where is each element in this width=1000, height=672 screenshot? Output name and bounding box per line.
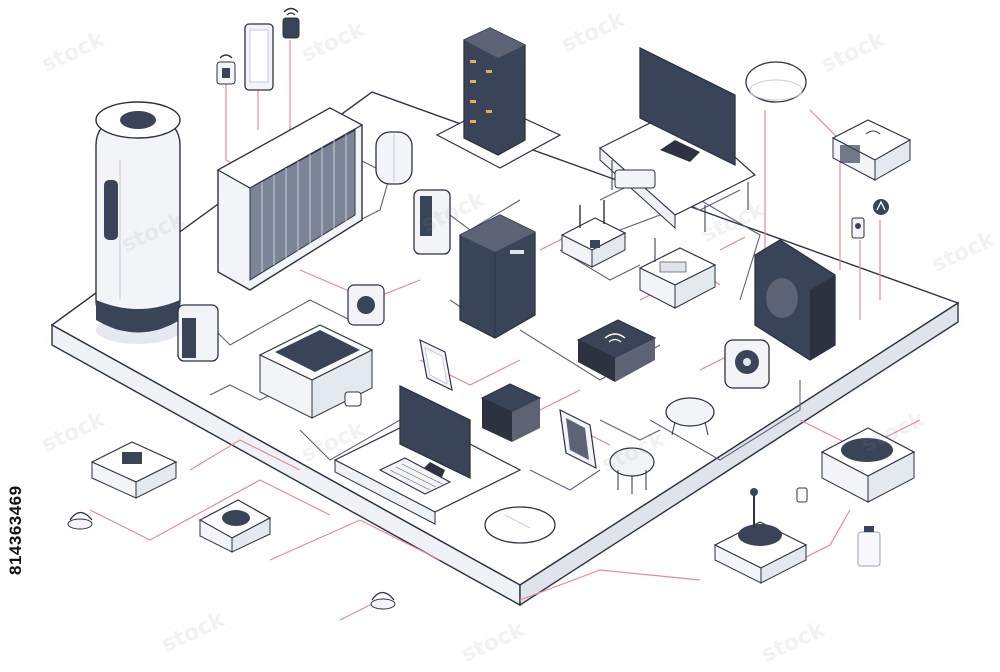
tablet-remote: [244, 23, 274, 91]
robot-vacuum: [609, 447, 655, 494]
smart-camera-small: [665, 397, 715, 436]
wall-sensor-left: [216, 54, 236, 85]
server-cube-small: [480, 383, 542, 442]
air-purifier: [95, 101, 181, 344]
console-box-right: [820, 427, 916, 503]
thermostat: [347, 284, 385, 326]
keyboard: [378, 457, 452, 495]
network-switch: [459, 214, 536, 339]
smart-plug-hub: [638, 238, 717, 309]
smart-display: [559, 408, 597, 470]
tablet-display: [419, 338, 453, 392]
server-tower: [435, 27, 562, 169]
small-speaker: [177, 304, 219, 362]
water-filter: [413, 189, 451, 255]
signal-badge: [873, 199, 889, 215]
smart-tag: [796, 487, 808, 503]
wall-sensor-right: [282, 7, 300, 39]
subwoofer-speaker: [754, 239, 836, 361]
solar-battery-box: [258, 324, 374, 419]
sensor-pod: [375, 131, 413, 185]
wall-router: [831, 119, 912, 181]
smart-speaker-dome: [745, 61, 807, 103]
wifi-router: [560, 200, 627, 268]
turntable: [713, 488, 808, 584]
smart-hub-cube: [576, 319, 657, 382]
door-sensor: [851, 217, 865, 239]
smart-tv: [598, 46, 757, 232]
headphones-small: [67, 511, 93, 530]
earbud-case: [370, 591, 396, 610]
air-conditioner-unit: [216, 107, 364, 291]
mouse: [484, 506, 556, 544]
security-camera: [724, 339, 770, 389]
glass-sensor: [857, 526, 881, 567]
console-box-left: [90, 441, 178, 499]
media-player: [198, 499, 272, 553]
stock-id-label: 814363469: [6, 485, 25, 575]
